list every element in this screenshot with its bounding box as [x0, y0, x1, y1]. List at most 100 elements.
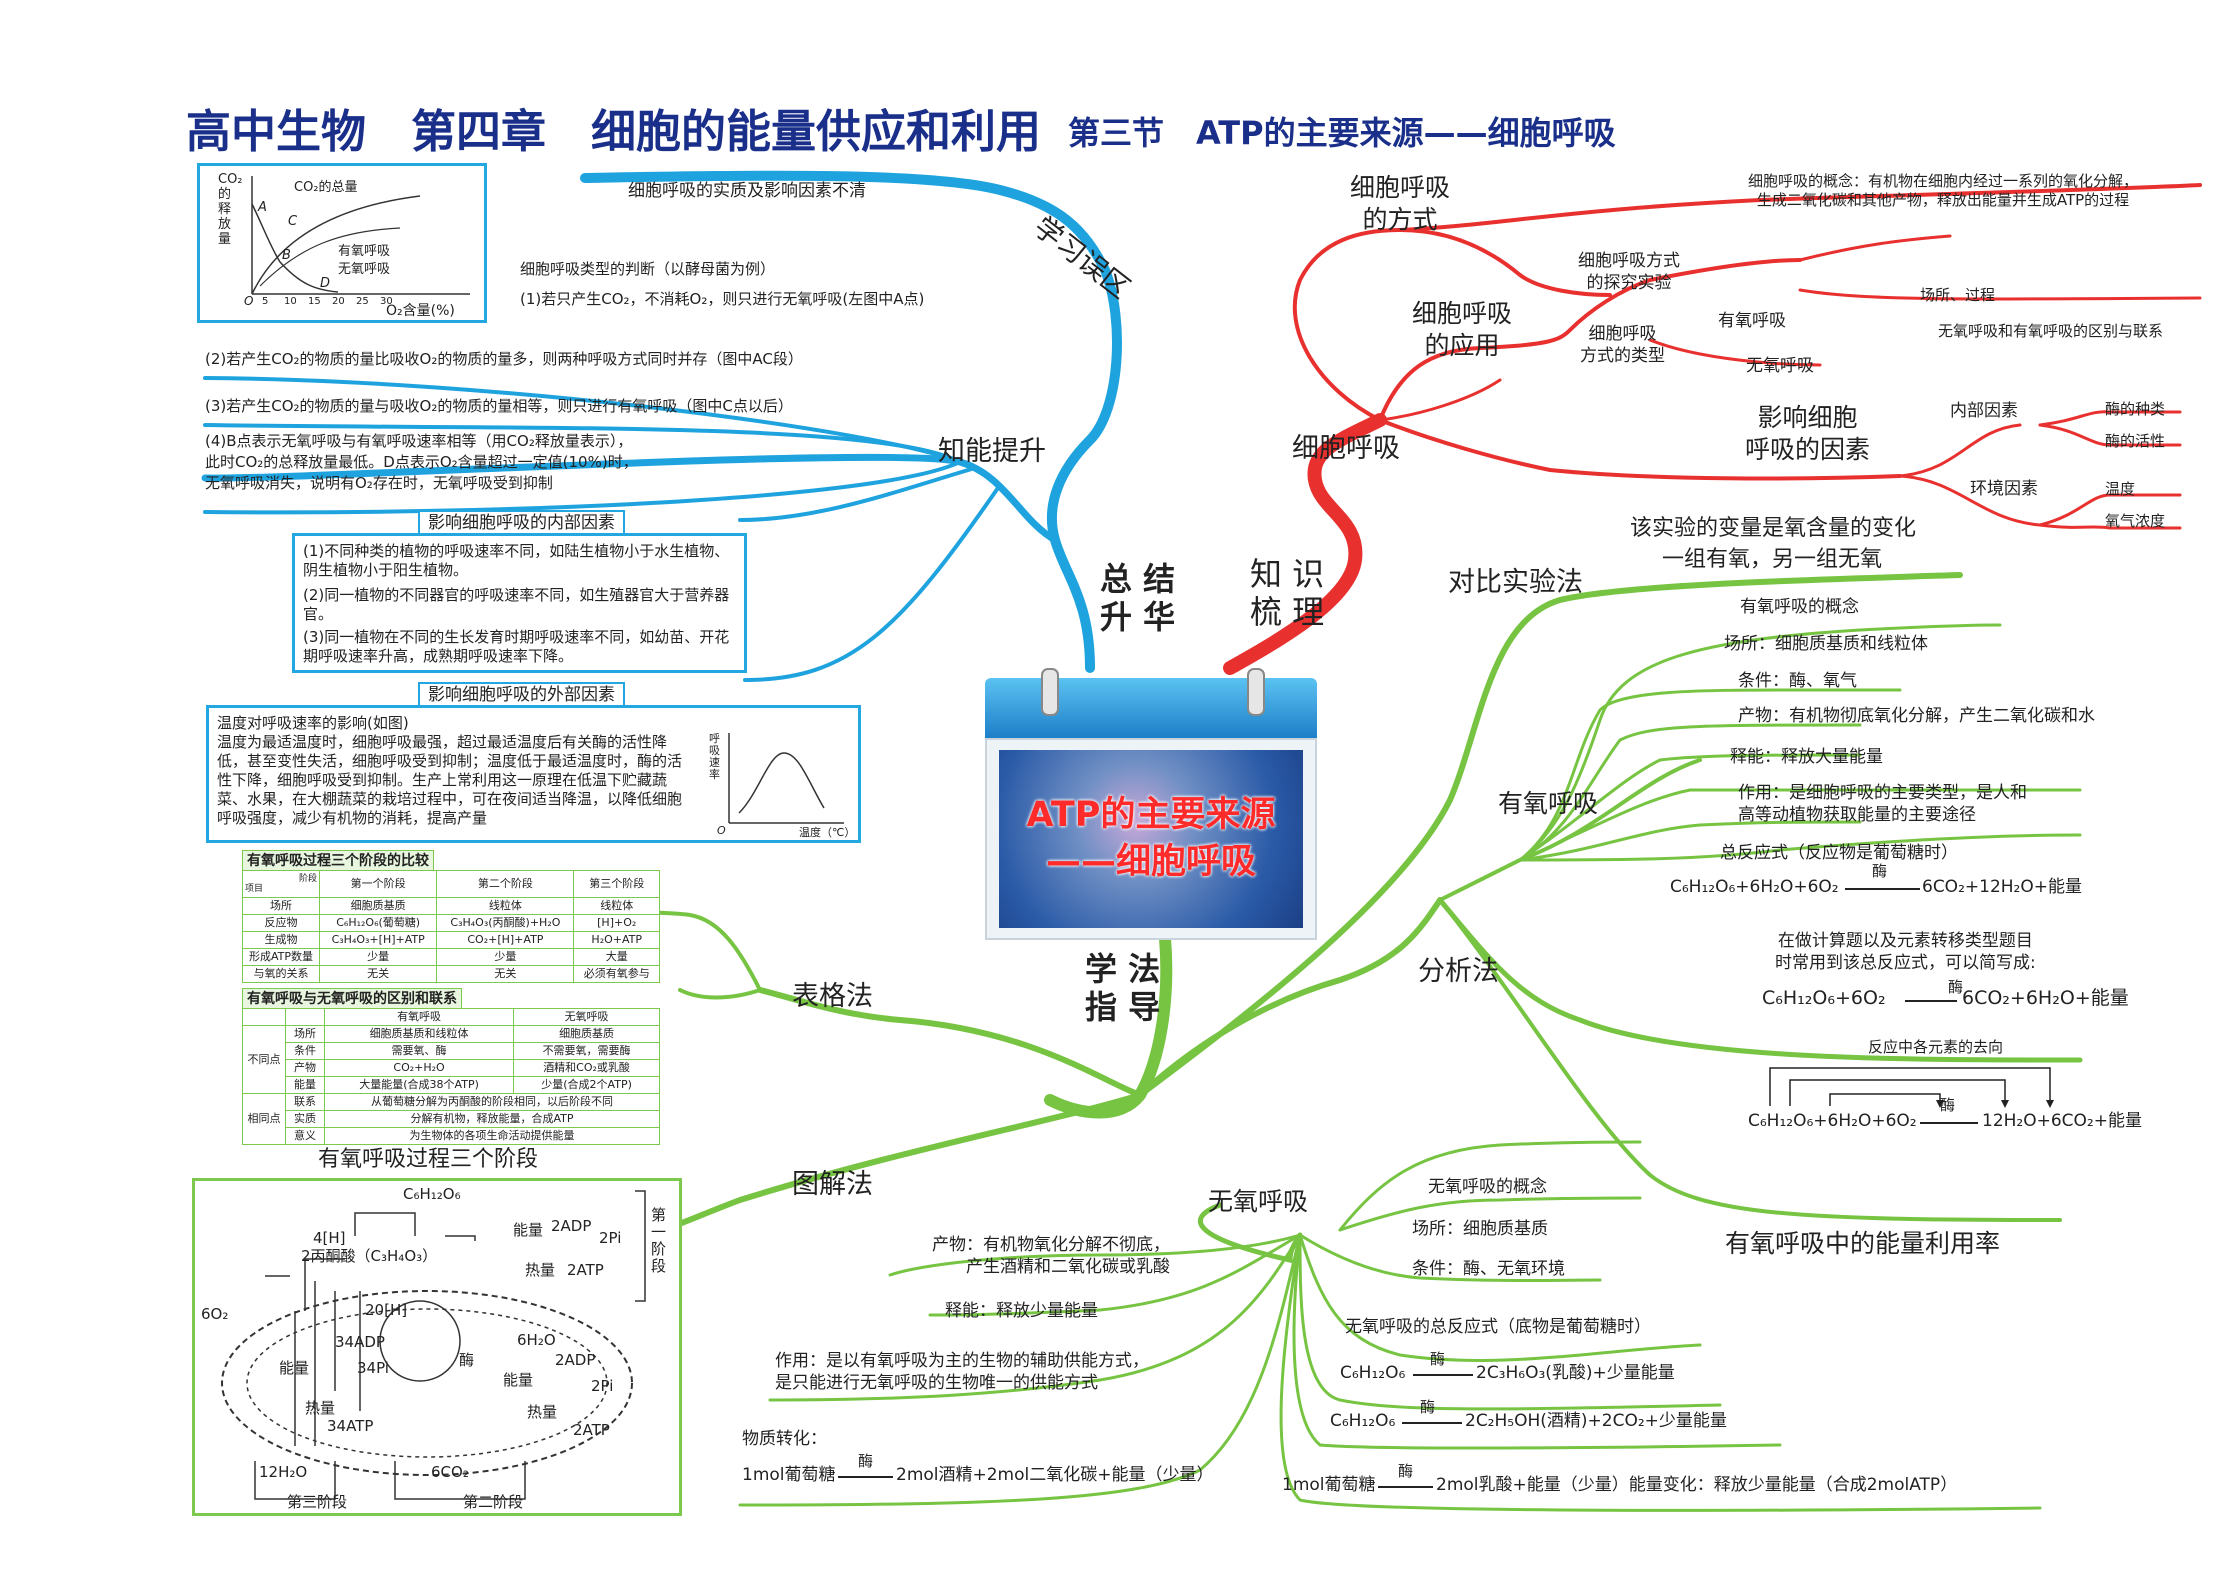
contrast-variable: 该实验的变量是氧含量的变化 [1630, 516, 1917, 541]
total-equation-arrow [1845, 888, 1920, 890]
table-row: 形成ATP数量少量少量大量 [242, 948, 660, 966]
table2-container: 有氧呼吸 无氧呼吸 不同点 场所 细胞质基质和线粒体 细胞质基质 条件需要氧、酶… [242, 1008, 660, 1145]
oxygen-node: 氧气浓度 [2105, 512, 2166, 530]
table-cell: 能量 [285, 1076, 325, 1094]
lactic-transform-enzyme: 酶 [1398, 1462, 1414, 1480]
branch-knowledge-label: 知 识 梳 理 [1250, 555, 1325, 631]
anaerobic-concept: 无氧呼吸的概念 [1428, 1177, 1547, 1197]
table-row: 能量大量能量(合成38个ATP)少量(合成2个ATP) [243, 1076, 660, 1094]
table-cell: 场所 [242, 897, 320, 915]
lactic-transform-left: 1mol葡萄糖 [1282, 1475, 1376, 1495]
table-cell: 酒精和CO₂或乳酸 [513, 1059, 660, 1077]
types-aerobic: 有氧呼吸 [1718, 311, 1786, 331]
table-header-row: 阶段 项目 第一个阶段 第二个阶段 第三个阶段 [242, 870, 660, 898]
table-cell: 细胞质基质和线粒体 [323, 1025, 515, 1043]
anaerobic-eq2-arrow [1402, 1422, 1462, 1424]
co2-graph-xlabel: O₂含量(%) [386, 303, 455, 319]
aerobic-node: 有氧呼吸 [1498, 789, 1599, 818]
anaerobic-eq2-left: C₆H₁₂O₆ [1330, 1411, 1396, 1431]
short-equation-enzyme: 酶 [1948, 978, 1964, 996]
co2-graph-ylabel: CO₂的释放量 [218, 172, 243, 247]
short-equation-arrow [1905, 1000, 1957, 1002]
atp2-label: 2ATP [567, 1261, 604, 1279]
co2-graph-total-label: CO₂的总量 [294, 180, 358, 195]
table-cell: 大量能量(合成38个ATP) [323, 1076, 515, 1094]
aerobic-item: 有氧呼吸的概念 [1740, 597, 1859, 617]
table-cell: [H]+O₂ [573, 914, 660, 932]
page-title: 高中生物 第四章 细胞的能量供应和利用 [186, 105, 1042, 158]
anaerobic-role: 作用：是以有氧呼吸为主的生物的辅助供能方式， 是只能进行无氧呼吸的生物唯一的供能… [775, 1351, 1149, 1393]
anaerobic-eq2-right: 2C₂H₅OH(酒精)+2CO₂+少量能量 [1465, 1411, 1727, 1431]
co2-graph-point-a: A [258, 200, 267, 215]
table-cell: 场所 [285, 1025, 325, 1043]
co2-graph-tick: 5 [262, 296, 269, 307]
o2-label: 6O₂ [201, 1305, 229, 1323]
table-cell: 线粒体 [436, 897, 575, 915]
respiration-concept: 细胞呼吸的概念：有机物在细胞内经过一系列的氧化分解， 生成二氧化碳和其他产物，释… [1748, 172, 2139, 209]
table-row: 场所细胞质基质线粒体线粒体 [242, 897, 660, 915]
co2-graph-origin: O [244, 294, 254, 308]
judge-item-1: (1)若只产生CO₂，不消耗O₂，则只进行无氧呼吸(左图中A点) [520, 290, 925, 308]
aerobic-item: 场所：细胞质基质和线粒体 [1724, 634, 1928, 654]
judge-item-4b: 此时CO₂的总释放量最低。D点表示O₂含量超过一定值(10%)时， [205, 453, 638, 471]
table-cell: H₂O+ATP [573, 931, 660, 949]
respiration-factors-node: 影响细胞 呼吸的因素 [1745, 403, 1871, 464]
table-cell: 产物 [285, 1059, 325, 1077]
stage3-label: 第三阶段 [287, 1493, 348, 1511]
h2o6-label: 6H₂O [517, 1331, 556, 1349]
mitochondria-diagram [221, 1190, 646, 1500]
anaerobic-condition: 条件：酶、无氧环境 [1412, 1259, 1565, 1279]
three-stage-table: 阶段 项目 第一个阶段 第二个阶段 第三个阶段 场所细胞质基质线粒体线粒体 反应… [242, 870, 660, 983]
table-cell: 意义 [285, 1127, 325, 1145]
cell-respiration-root: 细胞呼吸 [1292, 433, 1400, 464]
table-corner [285, 1008, 325, 1026]
lactic-transform-arrow [1378, 1486, 1433, 1488]
table-header-cell: 第三个阶段 [573, 870, 660, 898]
corner-bottom: 项目 [245, 884, 264, 894]
process-title: 有氧呼吸过程三个阶段 [318, 1147, 539, 1172]
table-header-cell: 有氧呼吸 [323, 1008, 515, 1026]
anaerobic-total-equation: 无氧呼吸的总反应式（底物是葡萄糖时） [1345, 1317, 1651, 1337]
table1-title: 有氧呼吸过程三个阶段的比较 [242, 850, 434, 872]
co2-graph-tick: 20 [332, 296, 345, 307]
process-diagram-box: C₆H₁₂O₆ 4[H] 2丙酮酸（C₃H₄O₃） 能量 2ADP 2Pi 热量… [192, 1178, 682, 1516]
respiration-application-node: 细胞呼吸 的应用 [1412, 299, 1513, 360]
material-transform-arrow [838, 1476, 893, 1478]
element-trace-arrows [1769, 1067, 2054, 1108]
contrast-method-label: 对比实验法 [1448, 567, 1583, 598]
table-cell: 细胞质基质 [318, 897, 438, 915]
same-label: 相同点 [242, 1093, 286, 1145]
temperature-graph-origin: O [717, 824, 726, 837]
enzyme-type: 酶的种类 [2105, 400, 2166, 418]
external-factor-node: 环境因素 [1970, 479, 2038, 499]
anaerobic-eq1-enzyme: 酶 [1430, 1350, 1446, 1368]
table-cell: C₆H₁₂O₆(葡萄糖) [318, 914, 438, 932]
table-cell: CO₂+H₂O [323, 1059, 515, 1077]
internal-factor-1: (1)不同种类的植物的呼吸速率不同，如陆生植物小于水生植物、阴生植物小于阳生植物… [303, 542, 730, 579]
co2-graph-tick: 10 [284, 296, 297, 307]
anaerobic-eq1-left: C₆H₁₂O₆ [1340, 1363, 1406, 1383]
co2-graph-anaerobic-label: 无氧呼吸 [338, 262, 391, 277]
table-cell: 反应物 [242, 914, 320, 932]
table-cell: 大量 [573, 948, 660, 966]
co2-graph-point-b: B [282, 248, 291, 263]
branch-summary-label: 总 结 升 华 [1100, 560, 1176, 636]
anaerobic-eq1-right: 2C₃H₆O₃(乳酸)+少量能量 [1476, 1363, 1675, 1383]
total-equation-left: C₆H₁₂O₆+6H₂O+6O₂ [1670, 877, 1839, 897]
table-cell: 必须有氧参与 [573, 965, 660, 983]
table-cell: 需要氧、酶 [323, 1042, 515, 1060]
aerobic-item: 作用：是细胞呼吸的主要类型，是人和 高等动植物获取能量的主要途径 [1738, 783, 2027, 825]
diagram-method-label: 图解法 [792, 1169, 873, 1200]
adp34-label: 34ADP [335, 1333, 385, 1351]
table-cell: 线粒体 [573, 897, 660, 915]
energy-label-2: 能量 [279, 1359, 310, 1377]
enzyme-activity: 酶的活性 [2105, 432, 2166, 450]
material-transform-left: 1mol葡萄糖 [742, 1465, 836, 1485]
table-cell: 无关 [436, 965, 575, 983]
co2-graph-box: CO₂的释放量 CO₂的总量 有氧呼吸 无氧呼吸 O₂含量(%) O 5 10 … [197, 163, 487, 323]
table-cell: CO₂+[H]+ATP [436, 931, 575, 949]
table-cell: C₃H₄O₃+[H]+ATP [318, 931, 438, 949]
element-trace-arrow [1920, 1122, 1978, 1124]
